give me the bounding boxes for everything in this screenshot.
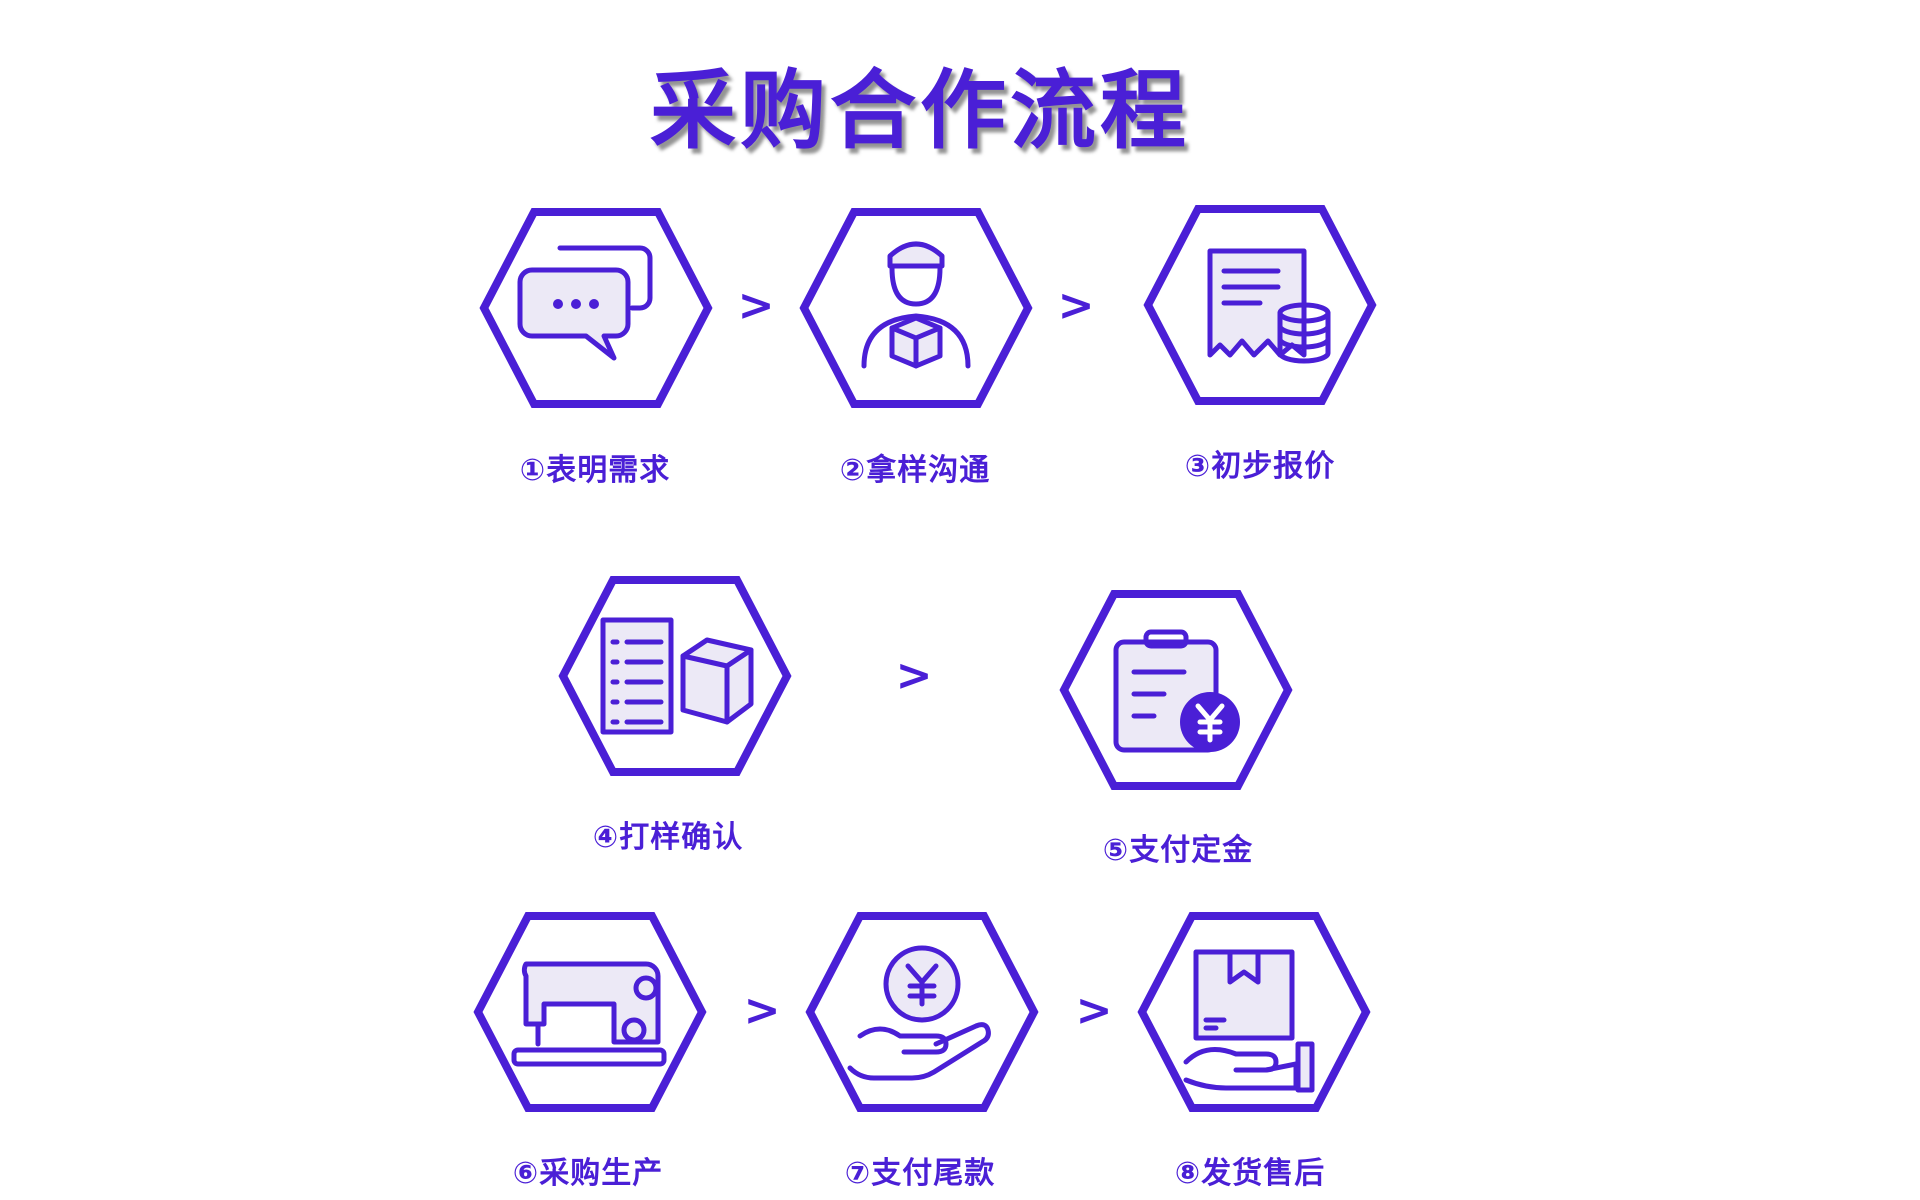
receipt-with-coins-icon <box>1207 248 1331 364</box>
step-8-hexagon <box>1137 912 1371 1112</box>
step-1-hexagon <box>479 208 713 408</box>
step-3-label: ③初步报价 <box>1184 449 1336 484</box>
step-5-label: ⑤支付定金 <box>1102 833 1254 868</box>
step-6-label: ⑥采购生产 <box>512 1156 664 1191</box>
step-2-hexagon <box>799 208 1033 408</box>
arrow-1-to-2: > <box>737 280 775 331</box>
arrow-4-to-5: > <box>895 650 933 701</box>
arrow-2-to-3: > <box>1057 280 1095 331</box>
hand-holding-package-icon <box>1183 949 1315 1093</box>
arrow-6-to-7: > <box>743 985 781 1036</box>
clipboard-yuan-icon <box>1113 629 1240 753</box>
chat-bubbles-icon <box>517 245 653 361</box>
sewing-machine-icon <box>511 961 667 1067</box>
page-title: 采购合作流程 <box>650 61 1190 161</box>
step-6-hexagon <box>473 912 707 1112</box>
step-8-label: ⑧发货售后 <box>1174 1156 1326 1191</box>
step-4-label: ④打样确认 <box>592 820 744 855</box>
arrow-7-to-8: > <box>1075 985 1113 1036</box>
hand-yuan-coin-icon <box>847 945 991 1081</box>
step-1-label: ①表明需求 <box>519 453 671 488</box>
step-2-label: ②拿样沟通 <box>839 453 991 488</box>
step-7-hexagon <box>805 912 1039 1112</box>
checklist-with-box-icon <box>600 617 754 735</box>
step-3-hexagon <box>1143 205 1377 405</box>
step-4-hexagon <box>558 576 792 776</box>
step-5-hexagon <box>1059 590 1293 790</box>
step-7-label: ⑦支付尾款 <box>844 1156 996 1191</box>
courier-with-box-icon <box>861 241 971 369</box>
